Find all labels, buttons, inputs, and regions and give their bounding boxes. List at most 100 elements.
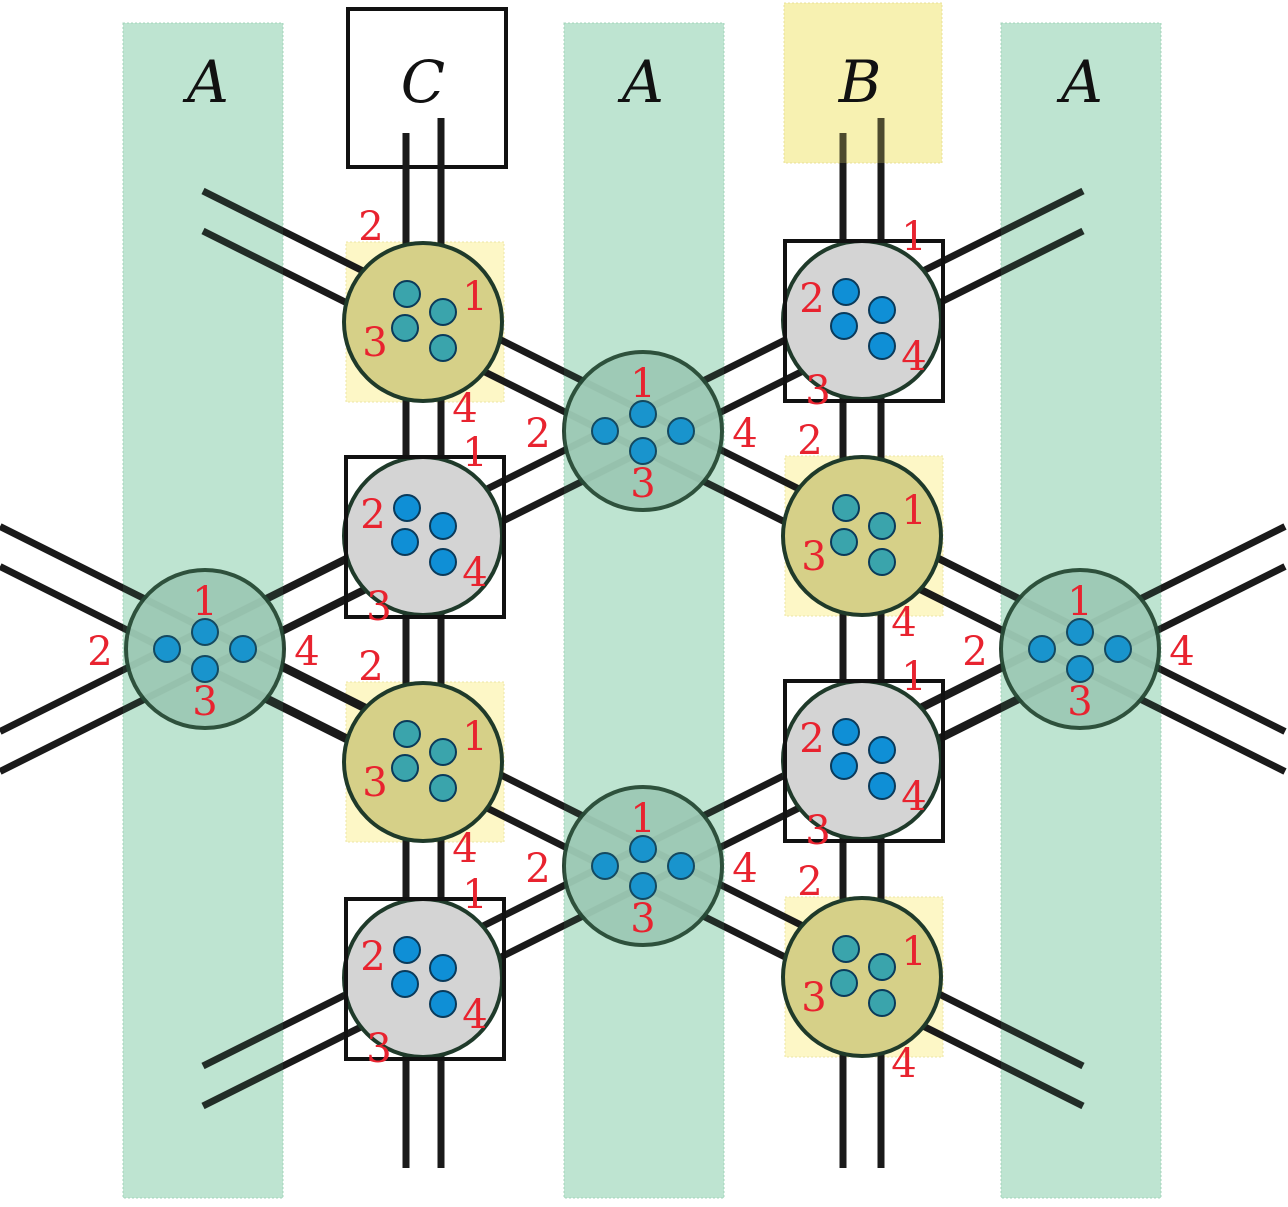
- port-number: 3: [366, 1026, 391, 1072]
- port-dot: [868, 989, 896, 1017]
- port-dot: [832, 718, 860, 746]
- port-dot: [393, 280, 421, 308]
- port-dot: [393, 936, 421, 964]
- port-dot: [629, 835, 657, 863]
- yellow-node: [781, 896, 943, 1058]
- port-number: 1: [1067, 579, 1092, 625]
- region-label: A: [182, 48, 229, 116]
- port-number: 3: [805, 368, 830, 414]
- port-number: 4: [732, 846, 757, 892]
- port-number: 1: [462, 274, 487, 320]
- region-label: A: [617, 48, 664, 116]
- port-dot: [868, 296, 896, 324]
- port-dot: [1066, 655, 1094, 683]
- port-number: 2: [962, 629, 987, 675]
- port-dot: [868, 953, 896, 981]
- region-box-c: [346, 7, 508, 169]
- port-number: 1: [462, 714, 487, 760]
- port-dot: [591, 852, 619, 880]
- port-number: 3: [630, 461, 655, 507]
- green-node: [562, 785, 724, 947]
- port-dot: [393, 494, 421, 522]
- port-number: 2: [797, 859, 822, 905]
- port-dot: [1066, 618, 1094, 646]
- port-dot: [830, 969, 858, 997]
- port-number: 3: [366, 584, 391, 630]
- port-dot: [667, 417, 695, 445]
- port-dot: [830, 528, 858, 556]
- port-dot: [868, 548, 896, 576]
- region-patch-b: [783, 2, 943, 164]
- port-number: 1: [630, 361, 655, 407]
- port-number: 1: [630, 796, 655, 842]
- port-dot: [1028, 635, 1056, 663]
- green-node: [562, 350, 724, 512]
- port-dot: [391, 314, 419, 342]
- port-dot: [868, 736, 896, 764]
- band-overlay: [1001, 23, 1161, 1198]
- port-number: 2: [525, 411, 550, 457]
- port-dot: [391, 528, 419, 556]
- port-number: 2: [799, 716, 824, 762]
- port-dot: [429, 548, 457, 576]
- port-number: 2: [360, 934, 385, 980]
- port-number: 3: [362, 760, 387, 806]
- port-number: 1: [901, 654, 926, 700]
- band-overlay: [564, 23, 724, 1198]
- port-dot: [153, 635, 181, 663]
- port-number: 1: [462, 430, 487, 476]
- port-number: 1: [901, 929, 926, 975]
- port-dot: [830, 752, 858, 780]
- port-dot: [429, 298, 457, 326]
- port-dot: [191, 655, 219, 683]
- port-dot: [429, 990, 457, 1018]
- port-dot: [391, 970, 419, 998]
- port-number: 2: [797, 418, 822, 464]
- region-label: A: [1056, 48, 1103, 116]
- port-dot: [629, 872, 657, 900]
- port-number: 4: [452, 826, 477, 872]
- port-number: 3: [801, 534, 826, 580]
- port-number: 3: [630, 896, 655, 942]
- port-number: 4: [462, 550, 487, 596]
- port-dot: [391, 754, 419, 782]
- port-number: 4: [901, 334, 926, 380]
- port-number: 1: [192, 579, 217, 625]
- port-number: 1: [901, 214, 926, 260]
- overlay-bands: [123, 3, 1161, 1198]
- port-number: 4: [1169, 629, 1194, 675]
- port-number: 1: [901, 488, 926, 534]
- port-number: 3: [801, 975, 826, 1021]
- node-box: [344, 897, 506, 1061]
- port-number: 2: [525, 846, 550, 892]
- region-label: C: [401, 48, 445, 116]
- port-dot: [868, 512, 896, 540]
- port-dot: [868, 332, 896, 360]
- port-number: 4: [732, 411, 757, 457]
- port-dot: [429, 334, 457, 362]
- port-dot: [868, 772, 896, 800]
- port-dot: [393, 720, 421, 748]
- port-dot: [229, 635, 257, 663]
- green-node: [124, 568, 286, 730]
- port-dot: [629, 437, 657, 465]
- port-dot: [429, 738, 457, 766]
- port-number: 2: [799, 276, 824, 322]
- band-overlay: [123, 23, 283, 1198]
- port-dot: [429, 774, 457, 802]
- region-band-a: [563, 22, 725, 1199]
- port-dot: [830, 312, 858, 340]
- port-dot: [429, 954, 457, 982]
- port-number: 4: [891, 600, 916, 646]
- port-number: 4: [294, 629, 319, 675]
- port-dot: [629, 400, 657, 428]
- region-label: B: [838, 48, 882, 116]
- port-number: 2: [358, 644, 383, 690]
- port-number: 4: [891, 1041, 916, 1087]
- port-dot: [667, 852, 695, 880]
- yellow-node: [342, 681, 504, 843]
- node-box: [783, 239, 945, 403]
